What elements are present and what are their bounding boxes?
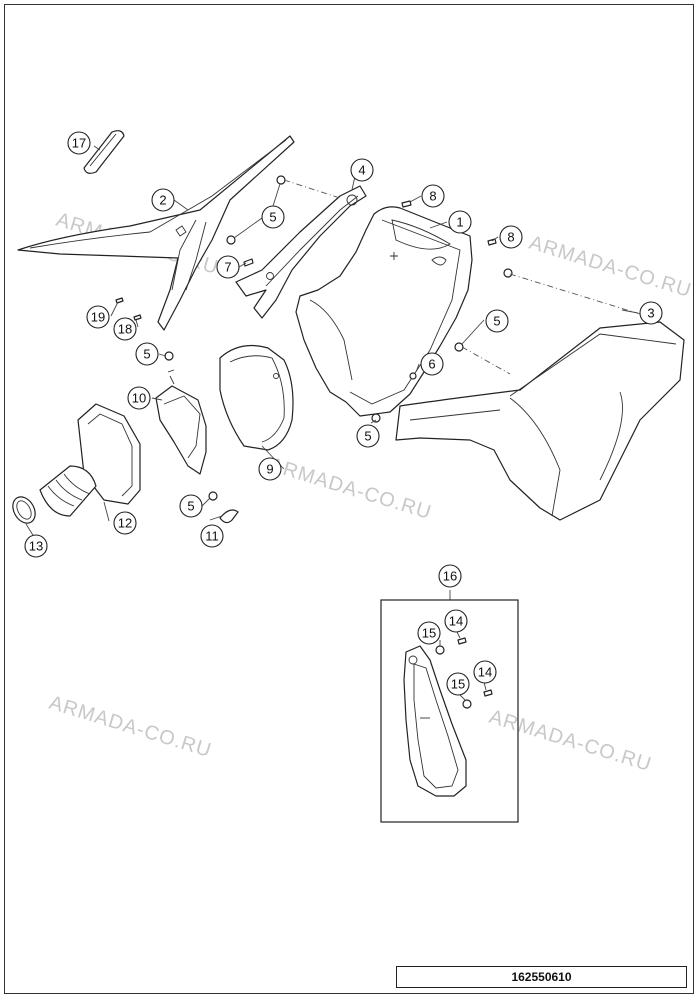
part-9-filter-cover	[219, 345, 294, 451]
svg-text:2: 2	[159, 193, 166, 208]
svg-text:13: 13	[29, 539, 43, 554]
callout-5a: 5	[261, 205, 285, 229]
svg-text:18: 18	[118, 322, 132, 337]
svg-text:5: 5	[493, 314, 500, 329]
part-12-boot-tube	[39, 465, 97, 517]
callout-5c: 5	[135, 342, 159, 366]
callout-2: 2	[151, 188, 175, 212]
part-16-inset-box	[380, 599, 519, 823]
svg-text:6: 6	[428, 357, 435, 372]
svg-text:11: 11	[205, 529, 219, 544]
part-2-side-trim	[17, 135, 295, 331]
callout-9: 9	[258, 457, 282, 481]
svg-text:9: 9	[266, 462, 273, 477]
part-16-side-plate	[403, 645, 467, 797]
svg-text:14: 14	[478, 665, 492, 680]
callout-8b: 8	[499, 225, 523, 249]
part-4-bracket	[235, 185, 367, 319]
part-10-intake-flange	[155, 385, 207, 475]
svg-text:7: 7	[224, 260, 231, 275]
fasteners	[115, 175, 513, 501]
watermark-2: ARMADA-CO.RU	[527, 232, 695, 302]
svg-text:15: 15	[422, 626, 436, 641]
callout-5b: 5	[485, 309, 509, 333]
callout-13: 13	[24, 534, 48, 558]
callout-10: 10	[127, 386, 151, 410]
svg-text:8: 8	[429, 189, 436, 204]
svg-text:8: 8	[507, 230, 514, 245]
svg-text:3: 3	[647, 306, 654, 321]
svg-text:5: 5	[364, 429, 371, 444]
callout-19: 19	[86, 305, 110, 329]
callout-14a: 14	[444, 609, 468, 633]
callout-18: 18	[113, 317, 137, 341]
callout-12: 12	[113, 511, 137, 535]
watermark-5: ARMADA-CO.RU	[487, 706, 655, 776]
svg-text:14: 14	[449, 614, 463, 629]
callout-4: 4	[350, 158, 374, 182]
svg-text:16: 16	[443, 569, 457, 584]
part-17-sticker	[83, 130, 125, 174]
callout-8a: 8	[421, 184, 445, 208]
callout-1: 1	[448, 210, 472, 234]
callout-16: 16	[438, 564, 462, 588]
svg-text:12: 12	[118, 516, 132, 531]
watermark-4: ARMADA-CO.RU	[47, 692, 215, 762]
callout-15a: 15	[417, 621, 441, 645]
part-13-hose-clamp	[12, 496, 36, 524]
part-11-clip	[219, 509, 239, 524]
svg-text:5: 5	[187, 499, 194, 514]
part-3-side-panel	[395, 321, 685, 521]
svg-text:5: 5	[143, 347, 150, 362]
callout-15b: 15	[446, 672, 470, 696]
callout-5d: 5	[356, 424, 380, 448]
svg-text:5: 5	[269, 210, 276, 225]
callout-11: 11	[200, 524, 224, 548]
svg-text:19: 19	[91, 310, 105, 325]
callout-17: 17	[67, 131, 91, 155]
svg-text:15: 15	[451, 677, 465, 692]
callout-7: 7	[216, 255, 240, 279]
diagram-frame	[4, 4, 694, 994]
watermark-3: ARMADA-CO.RU	[267, 454, 435, 524]
callout-14b: 14	[473, 660, 497, 684]
svg-text:4: 4	[358, 163, 365, 178]
svg-text:1: 1	[456, 215, 463, 230]
callout-5e: 5	[179, 494, 203, 518]
callout-3: 3	[639, 301, 663, 325]
callout-6: 6	[420, 352, 444, 376]
document-number: 162550610	[396, 966, 687, 988]
svg-text:17: 17	[72, 136, 86, 151]
part-1-air-filter-box	[295, 206, 473, 417]
svg-text:10: 10	[132, 391, 146, 406]
